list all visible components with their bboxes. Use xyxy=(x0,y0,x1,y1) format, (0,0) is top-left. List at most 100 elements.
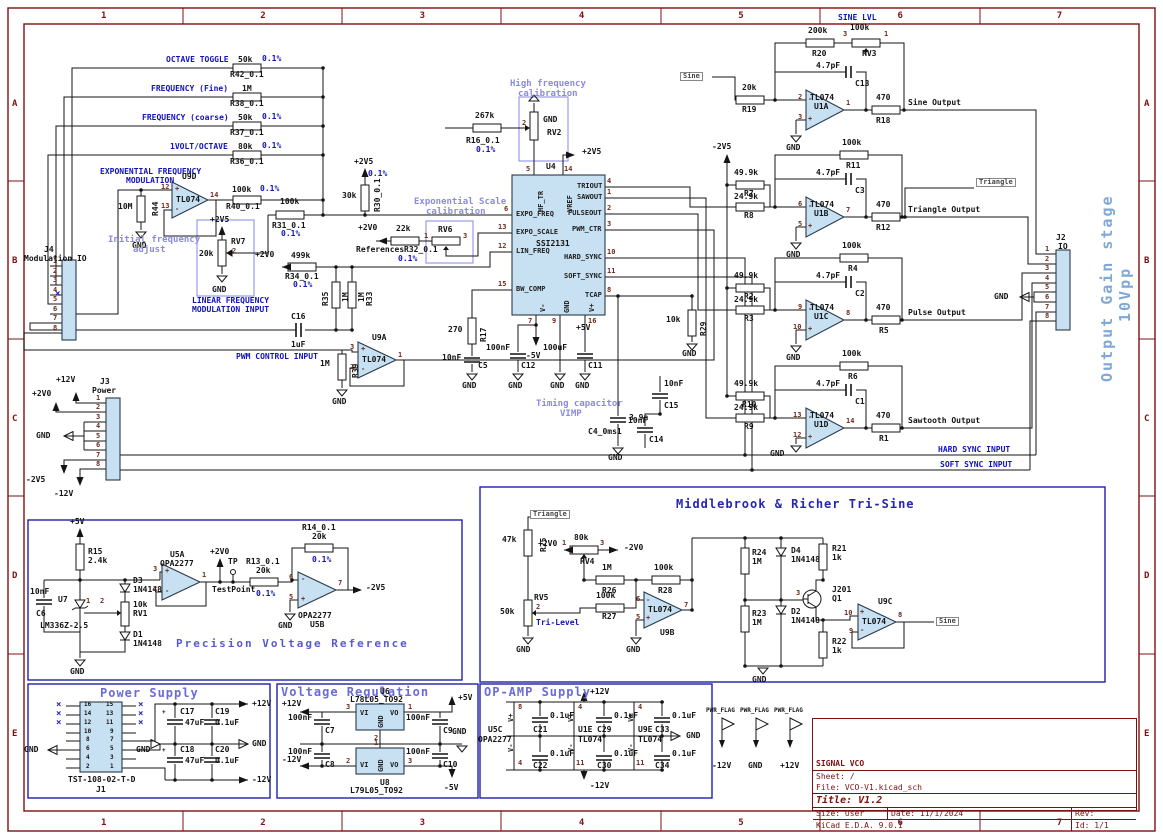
power-arrow-icon xyxy=(609,546,618,554)
junction-dot xyxy=(902,108,906,112)
junction-dot xyxy=(743,536,747,540)
capacitor-symbols[interactable] xyxy=(36,66,852,763)
label-frequency-coarse: FREQUENCY (coarse) xyxy=(142,113,229,122)
label-high-frequency: High frequency xyxy=(510,79,586,89)
junction-dot xyxy=(658,412,662,416)
title-block-date: Date: 11/1/2024 xyxy=(888,808,1072,819)
label-r40-0-1: R40_0.1 xyxy=(226,202,260,211)
diode-symbols[interactable] xyxy=(71,547,822,641)
junction-dot xyxy=(334,265,338,269)
label-voltage-regulation: Voltage Regulation xyxy=(281,685,430,699)
frame-col-3: 3 xyxy=(419,11,426,21)
label-4-7pf: 4.7pF xyxy=(816,379,841,388)
label-2: 2 xyxy=(53,267,58,275)
power-arrow-icon xyxy=(216,558,224,567)
label-: + xyxy=(165,567,170,575)
junction-dot xyxy=(821,578,825,582)
junction-dot xyxy=(350,328,354,332)
label-9: 9 xyxy=(552,317,557,325)
junction-dot xyxy=(538,700,542,704)
junction-dot xyxy=(690,608,694,612)
diode-d2 xyxy=(775,605,787,615)
label-r20: R20 xyxy=(812,49,827,58)
label-100uf: 100uF xyxy=(543,343,568,352)
label-modulation: MODULATION xyxy=(126,176,175,185)
label-vref: VREF xyxy=(566,195,574,212)
label-8: 8 xyxy=(607,286,612,294)
label-r36-0-1: R36_0.1 xyxy=(230,157,264,166)
label-c8: C8 xyxy=(325,760,335,769)
wires[interactable] xyxy=(23,42,1056,781)
label-exponential-scale: Exponential Scale xyxy=(414,197,507,207)
power-arrow-icon xyxy=(72,392,80,401)
title-block-file: File: VCO-V1.kicad_sch xyxy=(816,783,922,792)
label-lm336z-2-5: LM336Z-2.5 xyxy=(40,621,89,630)
label-10k: 10k xyxy=(133,600,148,609)
opamp-u5a xyxy=(161,563,202,601)
label-d1: D1 xyxy=(133,630,143,639)
junction-dot xyxy=(320,742,324,746)
ground-icon xyxy=(336,389,348,397)
label-0-1: 0.1% xyxy=(293,280,313,289)
junction-dot xyxy=(321,153,325,157)
label-r9: R9 xyxy=(744,422,754,431)
label-80k: 80k xyxy=(574,533,589,542)
label-47uf: 47uF xyxy=(185,718,205,727)
label-12: 12 xyxy=(793,431,802,439)
label-11: 11 xyxy=(607,267,616,275)
junction-dot xyxy=(864,426,868,430)
label-linear-frequency: LINEAR FREQUENCY xyxy=(192,296,270,305)
junction-dot xyxy=(660,734,664,738)
pwr-flag-icon xyxy=(718,717,735,749)
label-2: 2 xyxy=(346,757,351,765)
label-r2: R2 xyxy=(744,292,754,301)
label-2v5: +2V5 xyxy=(582,147,602,156)
label-expo-freq: EXPO_FREQ xyxy=(516,210,554,218)
label-r22: R22 xyxy=(832,637,847,646)
label-pwm-ctr: PWM_CTR xyxy=(572,225,602,233)
label-l78l05-to92: L78L05_TO92 xyxy=(350,695,403,704)
label-12v: +12V xyxy=(56,375,76,384)
label-rv5: RV5 xyxy=(534,593,549,602)
label-v: V- xyxy=(507,743,515,752)
label-modulation-io: Modulation IO xyxy=(24,254,87,263)
label-triangle-output: Triangle Output xyxy=(908,205,981,214)
label-: - xyxy=(165,587,170,595)
label-1: 1 xyxy=(607,188,612,196)
label-100nf: 100nF xyxy=(406,747,431,756)
label-v: V- xyxy=(627,743,635,752)
label-0-1uf: 0.1uF xyxy=(215,756,240,765)
label-2-4k: 2.4k xyxy=(88,556,108,565)
label-10: 10 xyxy=(844,609,853,617)
label-6: 6 xyxy=(53,305,58,313)
frame-row-B: B xyxy=(1144,256,1150,267)
label-: × xyxy=(138,709,144,719)
label-r29: R29 xyxy=(699,321,708,336)
label-3: 3 xyxy=(796,589,801,597)
label-gnd: GND xyxy=(516,645,531,654)
label-gnd: GND xyxy=(377,759,385,772)
vref-u7 xyxy=(71,599,89,611)
label-v: V+ xyxy=(507,713,515,722)
label-5: 5 xyxy=(636,613,641,621)
label-gnd: GND xyxy=(748,761,763,770)
label-gnd: GND xyxy=(252,739,267,748)
label-: + xyxy=(162,747,166,754)
component-bodies[interactable] xyxy=(61,89,1071,775)
label-testpoint: TestPoint xyxy=(212,585,256,594)
junction-dot xyxy=(173,778,177,782)
label-tcap: TCAP xyxy=(585,291,602,299)
label-3: 3 xyxy=(1045,264,1050,272)
label-4-7pf: 4.7pF xyxy=(816,61,841,70)
label-gnd: GND xyxy=(132,241,147,250)
label-pwm-control-input: PWM CONTROL INPUT xyxy=(236,352,318,361)
label-u9c: U9C xyxy=(878,597,893,606)
label-2: 2 xyxy=(1045,255,1050,263)
label-0-1: 0.1% xyxy=(368,169,388,178)
label-3: 3 xyxy=(350,343,355,351)
resistor-symbols[interactable] xyxy=(75,38,901,659)
label-100k: 100k xyxy=(842,241,862,250)
ground-icon xyxy=(790,242,802,250)
